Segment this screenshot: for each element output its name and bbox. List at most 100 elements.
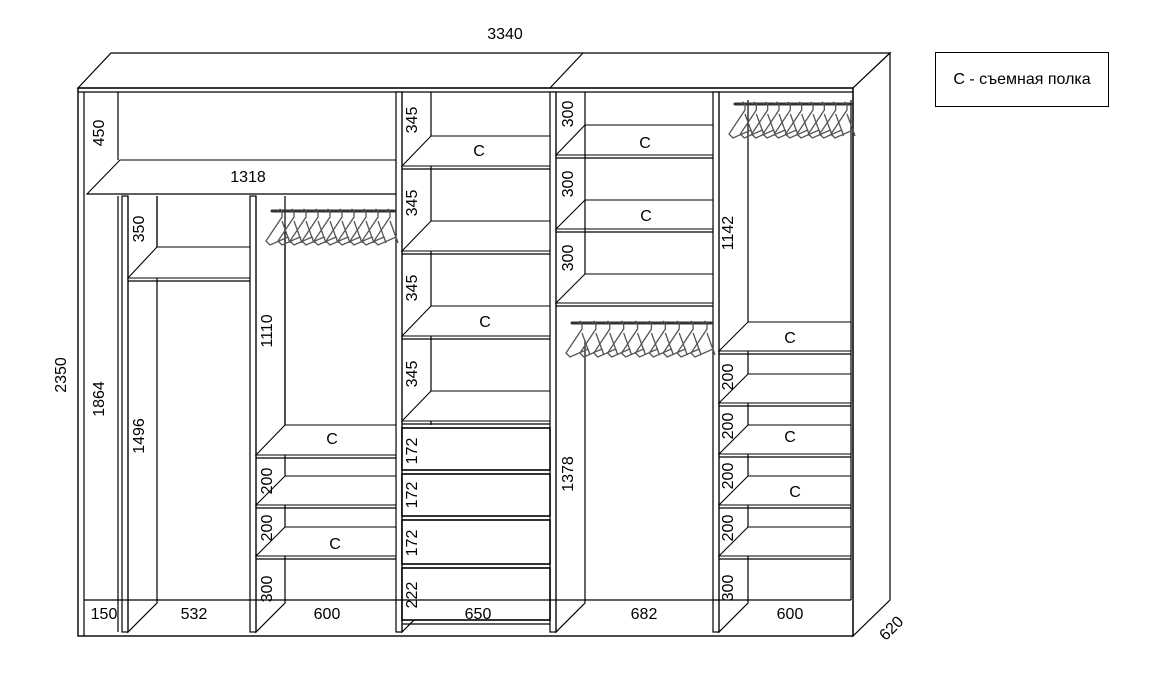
height-200-f: 200 — [720, 515, 737, 542]
hanger-icon — [830, 101, 856, 139]
hanger-rail-600 — [265, 208, 399, 246]
hanger-icon — [807, 101, 833, 139]
hanger-icon — [337, 208, 363, 246]
top-shelf-width-label: 1318 — [230, 169, 266, 186]
height-200-c: 200 — [720, 364, 737, 391]
depth-label: 620 — [876, 613, 907, 644]
overall-height-label: 2350 — [53, 357, 70, 393]
section-width-600-right: 600 — [777, 606, 804, 623]
height-300-b: 300 — [560, 101, 577, 128]
height-1378: 1378 — [560, 456, 577, 492]
section-width-150: 150 — [91, 606, 118, 623]
height-345-d: 345 — [404, 361, 421, 388]
partition-4 — [549, 91, 557, 633]
hanger-icon — [592, 320, 619, 358]
height-345-c: 345 — [404, 275, 421, 302]
partition-1 — [121, 195, 129, 633]
height-172-c: 172 — [404, 530, 421, 557]
height-1496: 1496 — [131, 418, 148, 454]
drawer-1 — [401, 427, 551, 471]
wardrobe-top-surface — [76, 52, 892, 89]
height-200-d: 200 — [720, 413, 737, 440]
hanger-icon — [349, 208, 375, 246]
removable-marker-9: С — [789, 484, 801, 501]
hanger-icon — [289, 208, 315, 246]
removable-marker-4: С — [479, 314, 491, 331]
legend: С - съемная полка — [935, 52, 1109, 107]
hanger-icon — [277, 208, 303, 246]
partition-4-depth — [555, 92, 586, 634]
shelf-532 — [126, 246, 251, 279]
hanger-icon — [606, 320, 633, 358]
shelf-600r-c4 — [717, 475, 852, 506]
height-1142: 1142 — [720, 216, 737, 251]
height-1110: 1110 — [259, 314, 276, 347]
partition-1-depth — [127, 196, 158, 634]
hanger-icon — [325, 208, 351, 246]
height-345-a: 345 — [404, 107, 421, 134]
section-width-532: 532 — [181, 606, 208, 623]
shelf-600r-c3 — [717, 424, 852, 455]
wardrobe-front-frame — [77, 87, 854, 637]
height-300-d: 300 — [560, 245, 577, 272]
height-172-b: 172 — [404, 482, 421, 509]
partition-2 — [249, 195, 257, 633]
legend-text: С - съемная полка — [953, 70, 1091, 88]
overall-width-label: 3340 — [487, 26, 523, 43]
height-300-e: 300 — [720, 575, 737, 602]
shelf-682-c2 — [554, 199, 714, 230]
section-width-650: 650 — [465, 606, 492, 623]
left-section-height-label: 1864 — [91, 381, 108, 417]
hanger-icon — [265, 208, 291, 246]
height-300-c: 300 — [560, 171, 577, 198]
section-width-600-left: 600 — [314, 606, 341, 623]
shelf-600-2 — [254, 475, 397, 506]
shelf-600-c3 — [254, 526, 397, 557]
top-seam — [549, 52, 584, 89]
partition-3 — [395, 91, 403, 633]
partition-5 — [712, 91, 720, 633]
hanger-icon — [634, 320, 661, 358]
hanger-icon — [565, 320, 591, 358]
hanger-icon — [690, 320, 716, 358]
removable-marker-8: С — [784, 429, 796, 446]
wardrobe-right-side — [852, 51, 891, 638]
hanger-icon — [361, 208, 387, 246]
shelf-650-c1 — [400, 135, 551, 167]
hanger-icon — [728, 101, 754, 139]
hanger-icon — [373, 208, 399, 246]
shelf-650-2 — [400, 220, 551, 252]
hanger-icon — [648, 320, 674, 358]
hanger-icon — [773, 101, 799, 139]
drawer-3 — [401, 519, 551, 565]
top-compartment-height-label: 450 — [91, 120, 108, 147]
height-172-a: 172 — [404, 438, 421, 465]
height-222: 222 — [404, 582, 421, 609]
height-350: 350 — [131, 216, 148, 243]
drawer-4 — [401, 567, 551, 621]
hanger-icon — [796, 101, 822, 139]
partition-2-depth — [255, 196, 286, 634]
shelf-600-c1 — [254, 424, 397, 456]
hanger-rails — [265, 101, 856, 358]
hanger-icon — [784, 101, 811, 139]
hanger-icon — [579, 320, 605, 358]
height-200-a: 200 — [259, 468, 276, 495]
hanger-icon — [620, 320, 647, 358]
shelf-650-4 — [400, 390, 551, 422]
removable-marker-3: С — [473, 143, 485, 160]
shelf-600r-2 — [717, 373, 852, 404]
hanger-icon — [301, 208, 327, 246]
drawer-2 — [401, 473, 551, 517]
removable-marker-5: С — [639, 135, 651, 152]
hanger-rail-682 — [565, 320, 716, 358]
height-345-b: 345 — [404, 190, 421, 217]
removable-marker-2: С — [329, 536, 341, 553]
hanger-icon — [676, 320, 702, 358]
removable-marker-7: С — [784, 330, 796, 347]
section-width-682: 682 — [631, 606, 658, 623]
shelf-682-c1 — [554, 124, 714, 156]
hanger-icon — [313, 208, 339, 246]
hanger-icon — [750, 101, 777, 139]
